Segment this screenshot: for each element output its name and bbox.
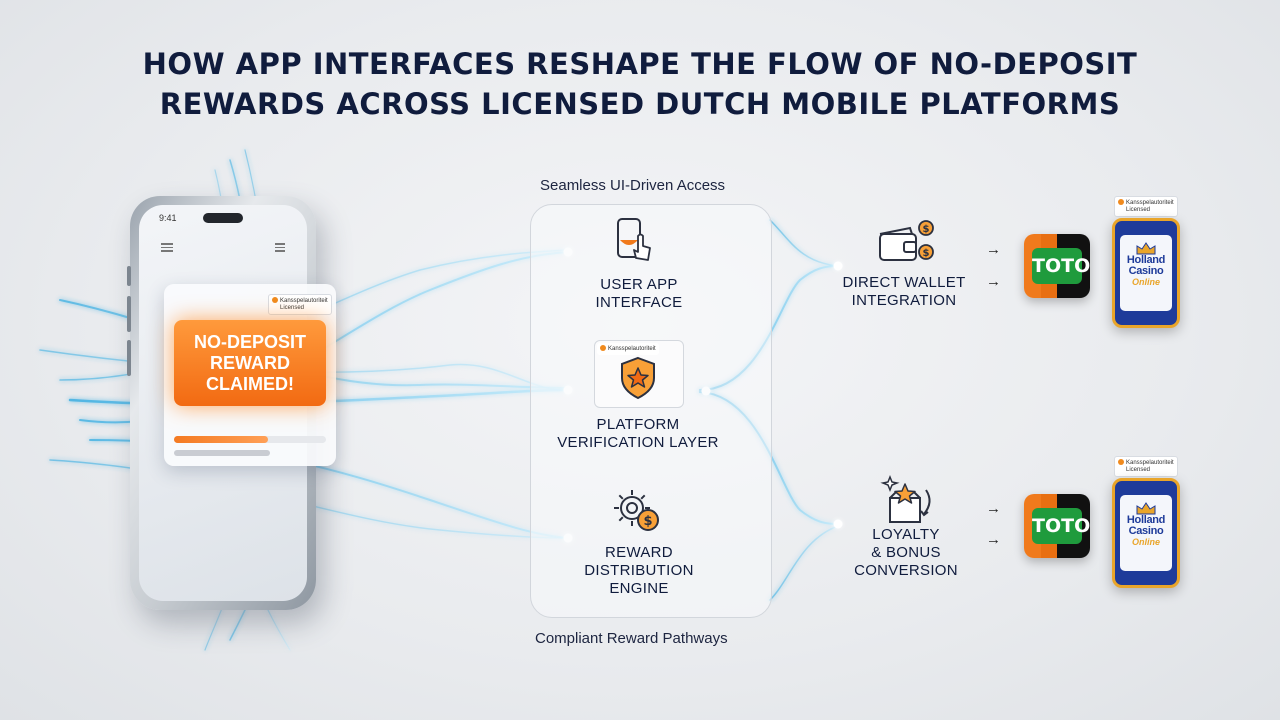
process-panel xyxy=(530,204,772,618)
reward-claimed-banner[interactable]: NO-DEPOSIT REWARD CLAIMED! xyxy=(174,320,326,406)
phone-notch xyxy=(203,213,243,223)
phone-tap-icon xyxy=(617,218,651,261)
node-2-line-1: PLATFORM xyxy=(596,416,680,433)
holland-casino-app-icon[interactable]: Holland Casino Online xyxy=(1112,478,1180,588)
panel-top-caption: Seamless UI-Driven Access xyxy=(540,177,726,194)
svg-text:$: $ xyxy=(923,224,930,235)
svg-text:$: $ xyxy=(643,514,652,529)
license-badge: Kansspelautoriteit Licensed xyxy=(1114,196,1178,217)
node-reward-distribution: REWARD DISTRIBUTION ENGINE xyxy=(574,544,704,598)
license-badge-sub: Licensed xyxy=(1126,207,1151,213)
holland-casino-logo: Holland Casino Online xyxy=(1120,235,1172,311)
arrow-icon: → xyxy=(986,241,1001,258)
node-2-line-2: VERIFICATION LAYER xyxy=(557,434,719,451)
toto-app-icon[interactable]: TOTO xyxy=(1024,234,1090,298)
license-badge-text: Kansspelautoriteit xyxy=(1126,460,1174,466)
status-time: 9:41 xyxy=(159,213,177,223)
progress-fill xyxy=(174,436,268,443)
wallet-coins-icon: $ $ xyxy=(879,220,934,261)
arrow-icon: → xyxy=(986,500,1001,517)
output-1-line-2: INTEGRATION xyxy=(851,292,957,309)
license-badge: Kansspelautoriteit Licensed xyxy=(268,294,332,315)
license-logo-icon xyxy=(272,297,278,303)
title-line-2: REWARDS ACROSS LICENSED DUTCH MOBILE PLA… xyxy=(159,87,1121,121)
license-logo-icon xyxy=(1118,459,1124,465)
gift-star-icon xyxy=(880,474,931,523)
node-3-line-2: DISTRIBUTION xyxy=(584,562,694,579)
crown-crest-icon xyxy=(1136,502,1156,515)
svg-text:$: $ xyxy=(923,248,930,259)
holland-line-3: Online xyxy=(1131,537,1160,547)
toto-logo: TOTO xyxy=(1032,248,1090,284)
hamburger-menu-icon[interactable] xyxy=(161,241,173,254)
node-3-line-3: ENGINE xyxy=(609,580,669,597)
toto-app-icon[interactable]: TOTO xyxy=(1024,494,1090,558)
holland-line-2: Casino xyxy=(1128,525,1164,537)
holland-line-3: Online xyxy=(1131,277,1160,287)
node-platform-verification: PLATFORM VERIFICATION LAYER xyxy=(548,416,728,452)
reward-notification-card: Kansspelautoriteit Licensed NO-DEPOSIT R… xyxy=(164,284,336,466)
arrow-icon: → xyxy=(986,531,1001,548)
holland-casino-logo: Holland Casino Online xyxy=(1120,495,1172,571)
shield-star-icon xyxy=(621,356,655,400)
arrow-icon: → xyxy=(986,273,1001,290)
license-badge-sub: Licensed xyxy=(280,305,305,311)
title-line-1: HOW APP INTERFACES RESHAPE THE FLOW OF N… xyxy=(142,47,1138,81)
node-3-line-1: REWARD xyxy=(605,544,673,561)
crown-crest-icon xyxy=(1136,242,1156,255)
license-badge-text: Kansspelautoriteit xyxy=(280,298,328,304)
node-user-app-interface: USER APP INTERFACE xyxy=(584,276,694,312)
output-2-line-3: CONVERSION xyxy=(854,562,958,579)
verification-badge-text: Kansspelautoriteit xyxy=(608,346,656,352)
license-badge-text: Kansspelautoriteit xyxy=(1126,200,1174,206)
node-1-line-1: USER APP xyxy=(600,276,678,293)
license-logo-icon xyxy=(1118,199,1124,205)
toto-logo: TOTO xyxy=(1032,508,1090,544)
holland-casino-app-icon[interactable]: Holland Casino Online xyxy=(1112,218,1180,328)
output-1-line-1: DIRECT WALLET xyxy=(842,274,966,291)
holland-line-1: Holland xyxy=(1126,514,1166,526)
output-loyalty-bonus: LOYALTY & BONUS CONVERSION xyxy=(846,526,966,580)
reward-line-3: CLAIMED! xyxy=(206,373,294,394)
license-logo-icon xyxy=(600,345,606,351)
page-title: HOW APP INTERFACES RESHAPE THE FLOW OF N… xyxy=(0,44,1280,124)
node-1-line-2: INTERFACE xyxy=(595,294,683,311)
reward-line-1: NO-DEPOSIT xyxy=(193,331,306,352)
output-direct-wallet: DIRECT WALLET INTEGRATION xyxy=(836,274,972,310)
options-icon[interactable] xyxy=(275,241,285,254)
verification-badge: Kansspelautoriteit xyxy=(597,343,659,355)
output-2-line-2: & BONUS xyxy=(871,544,941,561)
holland-line-2: Casino xyxy=(1128,265,1164,277)
license-badge-sub: Licensed xyxy=(1126,467,1151,473)
panel-bottom-caption: Compliant Reward Pathways xyxy=(535,630,728,647)
output-2-line-1: LOYALTY xyxy=(872,526,940,543)
gear-coin-icon: $ xyxy=(614,490,659,531)
license-badge: Kansspelautoriteit Licensed xyxy=(1114,456,1178,477)
reward-line-2: REWARD xyxy=(210,352,290,373)
placeholder-bar xyxy=(174,450,270,456)
holland-line-1: Holland xyxy=(1126,254,1166,266)
